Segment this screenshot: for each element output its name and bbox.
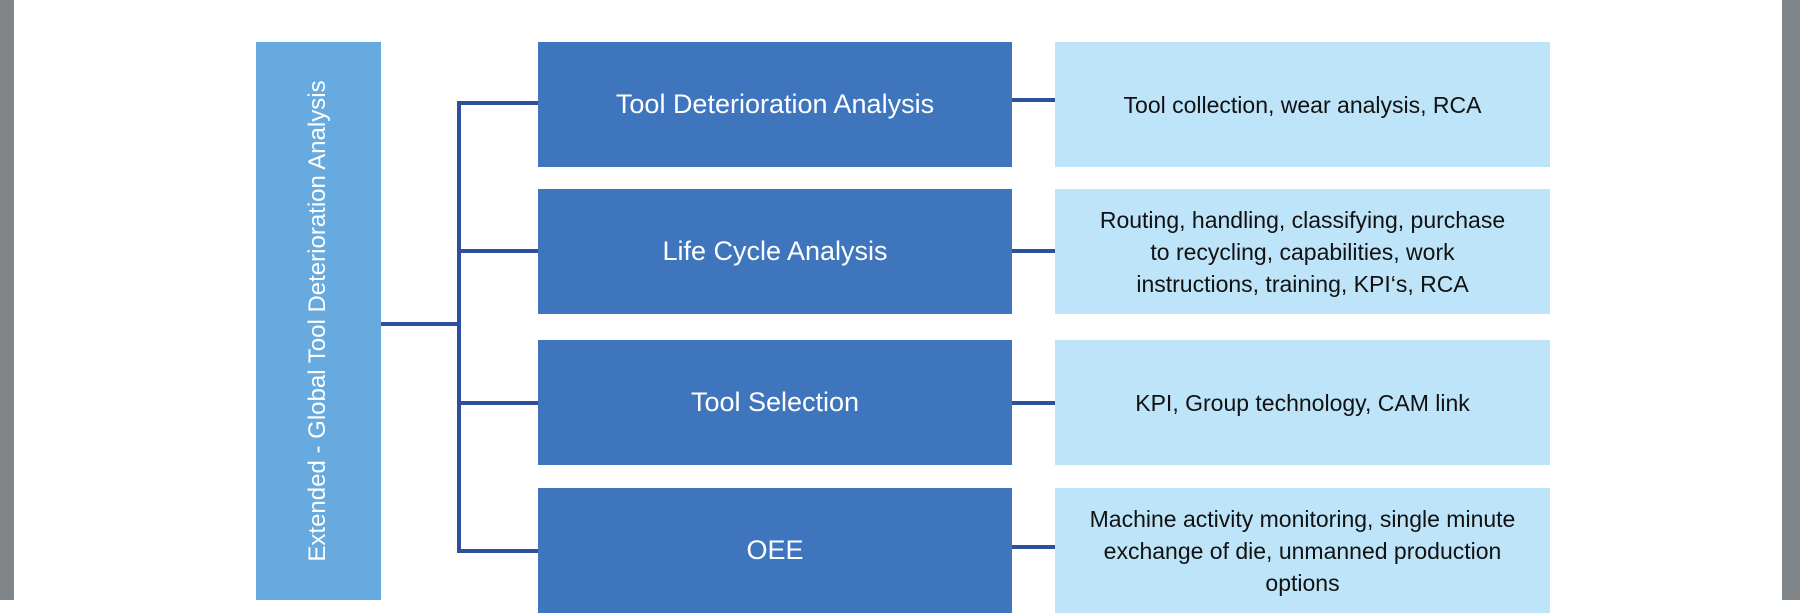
branch-node-life-cycle-analysis: Life Cycle Analysis: [538, 189, 1012, 314]
branch-connector-2: [457, 249, 538, 253]
branch-connector-3: [457, 401, 538, 405]
root-node-label: Extended - Global Tool Deterioration Ana…: [304, 80, 331, 562]
branch-node-tool-deterioration-analysis: Tool Deterioration Analysis: [538, 42, 1012, 167]
detail-connector-4: [1012, 545, 1055, 549]
branch-connector-4: [457, 549, 538, 553]
detail-node-text: Tool collection, wear analysis, RCA: [1123, 91, 1482, 118]
detail-node-3: KPI, Group technology, CAM link: [1055, 340, 1550, 465]
vertical-trunk: [457, 101, 461, 553]
branch-node-tool-selection: Tool Selection: [538, 340, 1012, 465]
branch-node-label: Tool Deterioration Analysis: [615, 89, 935, 119]
root-node: [256, 42, 381, 600]
detail-node-1: Tool collection, wear analysis, RCA: [1055, 42, 1550, 167]
detail-node-text: KPI, Group technology, CAM link: [1135, 389, 1470, 416]
detail-node-4: Machine activity monitoring, single minu…: [1055, 488, 1550, 613]
detail-node-text: Machine activity monitoring, single minu…: [1089, 505, 1516, 596]
right-frame-border: [1782, 0, 1800, 600]
left-frame-border: [0, 0, 14, 600]
branch-connector-1: [457, 101, 538, 105]
detail-connector-1: [1012, 98, 1055, 102]
branch-node-label: Tool Selection: [690, 387, 860, 417]
detail-connector-2: [1012, 249, 1055, 253]
branch-node-oee: OEE: [538, 488, 1012, 613]
branch-node-label: OEE: [746, 535, 804, 565]
branch-node-label: Life Cycle Analysis: [662, 236, 888, 266]
detail-connector-3: [1012, 401, 1055, 405]
detail-node-2: Routing, handling, classifying, purchase…: [1055, 189, 1550, 314]
detail-node-text: Routing, handling, classifying, purchase…: [1099, 206, 1506, 297]
root-connector: [381, 322, 459, 326]
